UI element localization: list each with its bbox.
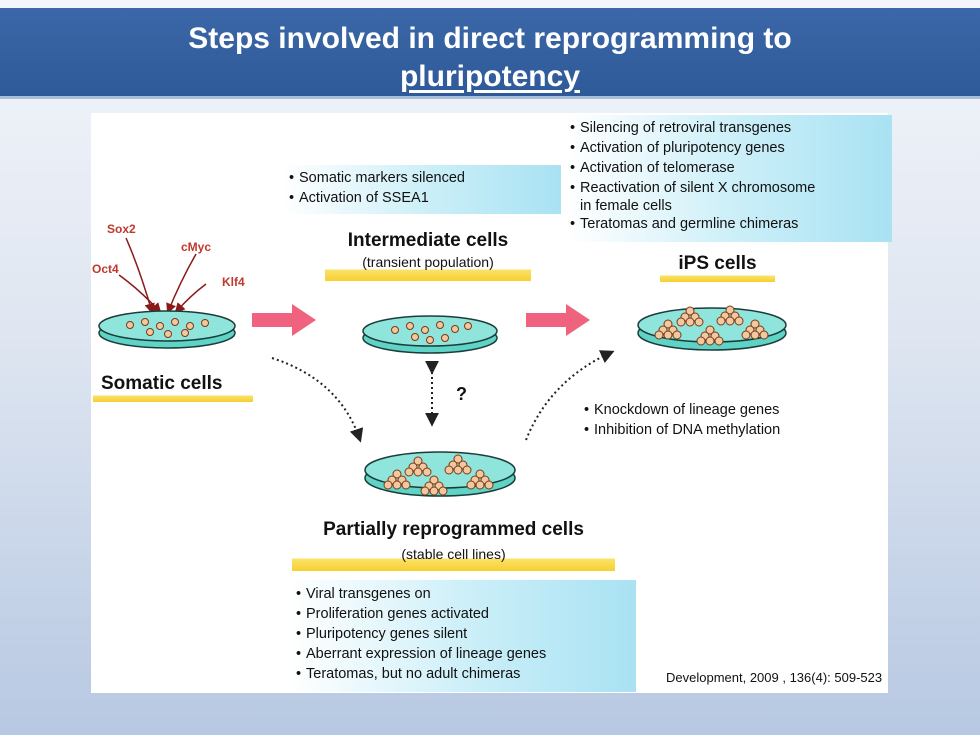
factor-cmyc: cMyc xyxy=(181,240,212,254)
question-mark: ? xyxy=(456,384,467,404)
intermediate-note: Activation of SSEA1 xyxy=(289,188,561,208)
partial-note: Proliferation genes activated xyxy=(296,604,636,624)
title-line-1: Steps involved in direct reprogramming t… xyxy=(188,22,792,55)
somatic-label: Somatic cells xyxy=(93,372,253,402)
partial-note: Aberrant expression of lineage genes xyxy=(296,644,636,664)
ips-note-continuation: in female cells xyxy=(580,198,672,214)
ips-note: Silencing of retroviral transgenes xyxy=(570,118,892,138)
treatment-notes: Knockdown of lineage genes Inhibition of… xyxy=(584,400,780,440)
partial-notes: Viral transgenes on Proliferation genes … xyxy=(290,580,636,692)
intermediate-notes: Somatic markers silenced Activation of S… xyxy=(283,165,561,214)
intermediate-sublabel: (transient population) xyxy=(362,254,494,270)
ips-note: Reactivation of silent X chromosome xyxy=(570,178,892,198)
partial-label-text: Partially reprogrammed cells xyxy=(323,519,584,540)
partial-sublabel: (stable cell lines) xyxy=(401,546,506,562)
dotted-arrow-partial-to-ips xyxy=(525,350,615,441)
intermediate-note: Somatic markers silenced xyxy=(289,168,561,188)
intermediate-label-text: Intermediate cells xyxy=(347,230,509,251)
treatment-note: Knockdown of lineage genes xyxy=(584,400,780,420)
factor-sox2: Sox2 xyxy=(107,222,136,236)
factor-arrows xyxy=(118,237,207,315)
factor-oct4: Oct4 xyxy=(92,262,119,276)
partial-note: Viral transgenes on xyxy=(296,584,636,604)
dotted-arrow-somatic-to-partial xyxy=(271,357,364,443)
ips-dish xyxy=(637,305,787,351)
arrow-somatic-to-intermediate xyxy=(252,304,316,336)
citation: Development, 2009 , 136(4): 509-523 xyxy=(666,670,883,685)
somatic-label-text: Somatic cells xyxy=(101,373,223,394)
partial-note: Teratomas, but no adult chimeras xyxy=(296,664,636,684)
slide-title: Steps involved in direct reprogramming t… xyxy=(90,20,890,96)
ips-note: Activation of pluripotency genes xyxy=(570,138,892,158)
ips-notes: Silencing of retroviral transgenes Activ… xyxy=(566,115,892,242)
intermediate-dish xyxy=(362,315,498,354)
ips-label-text: iPS cells xyxy=(678,253,757,274)
ips-note: Activation of telomerase xyxy=(570,158,892,178)
treatment-note: Inhibition of DNA methylation xyxy=(584,420,780,440)
partial-label: Partially reprogrammed cells (stable cel… xyxy=(292,515,615,571)
title-line-2: pluripotency xyxy=(399,60,580,93)
partial-note: Pluripotency genes silent xyxy=(296,624,636,644)
factor-klf4: Klf4 xyxy=(222,275,245,289)
ips-note: Teratomas and germline chimeras xyxy=(570,214,892,234)
title-bar: Steps involved in direct reprogramming t… xyxy=(0,8,980,99)
somatic-dish xyxy=(98,310,236,349)
partial-dish xyxy=(364,451,516,497)
ips-label: iPS cells xyxy=(660,252,775,282)
intermediate-label: Intermediate cells (transient population… xyxy=(325,229,531,281)
arrow-intermediate-to-ips xyxy=(526,304,590,336)
